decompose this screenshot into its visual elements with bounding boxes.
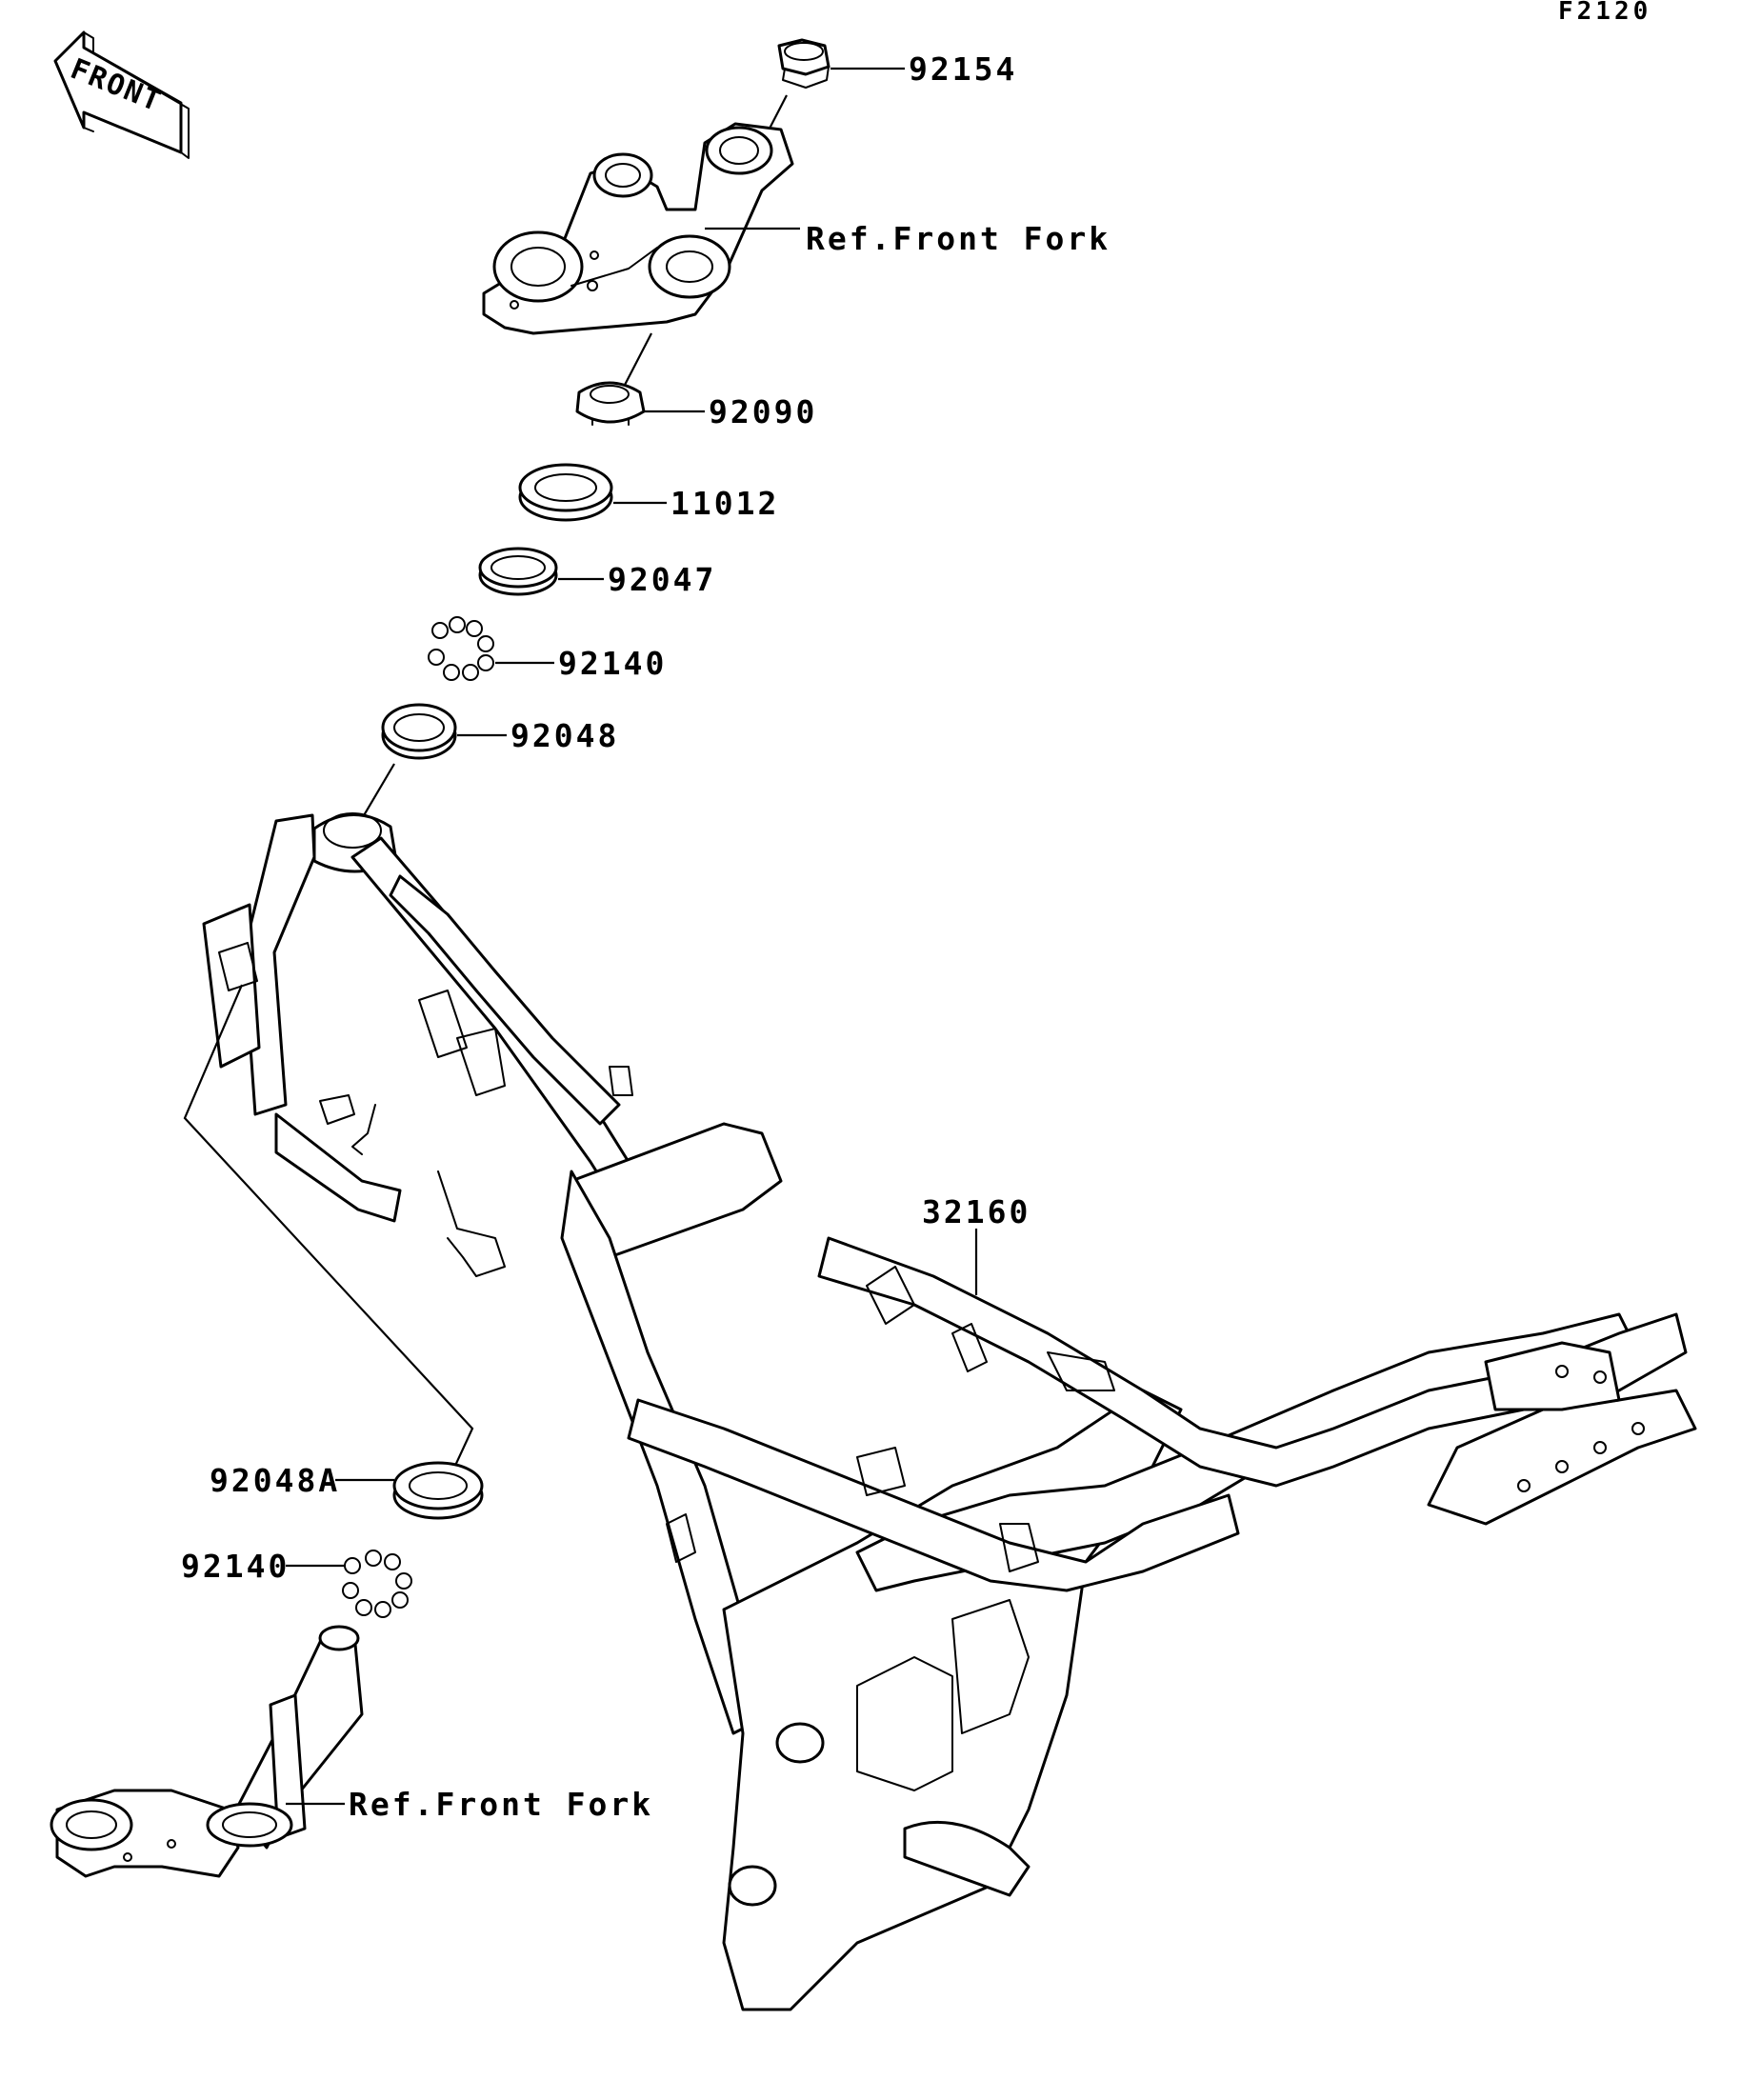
part-92090-nut bbox=[575, 381, 646, 426]
part-92140-balls-top bbox=[428, 616, 494, 681]
part-92047-race bbox=[478, 547, 558, 596]
part-11012-cover bbox=[518, 463, 613, 522]
label-92047: 92047 bbox=[608, 561, 716, 598]
main-frame-32160 bbox=[202, 812, 1697, 2011]
part-92048A-seal bbox=[392, 1461, 484, 1520]
front-arrow-icon: FRONT bbox=[53, 30, 190, 159]
steering-stem-lower-bracket bbox=[50, 1625, 364, 1878]
label-92048: 92048 bbox=[510, 717, 619, 754]
label-11012: 11012 bbox=[670, 485, 779, 522]
part-92048-seal bbox=[381, 703, 457, 760]
part-92140-balls-bottom bbox=[342, 1550, 412, 1618]
label-92140-top: 92140 bbox=[558, 645, 667, 682]
label-ref-front-fork-bottom: Ref.Front Fork bbox=[349, 1786, 653, 1823]
label-ref-front-fork-top: Ref.Front Fork bbox=[806, 220, 1111, 257]
part-92154-nut bbox=[777, 38, 830, 89]
label-92140-bottom: 92140 bbox=[181, 1548, 290, 1585]
diagram-code: F2120 bbox=[1558, 0, 1651, 26]
axis-line-92090 bbox=[622, 332, 652, 390]
label-92154: 92154 bbox=[909, 50, 1017, 88]
label-92048A: 92048A bbox=[210, 1462, 340, 1499]
upper-triple-clamp bbox=[482, 122, 794, 335]
label-92090: 92090 bbox=[709, 393, 817, 430]
label-32160: 32160 bbox=[922, 1193, 1031, 1230]
